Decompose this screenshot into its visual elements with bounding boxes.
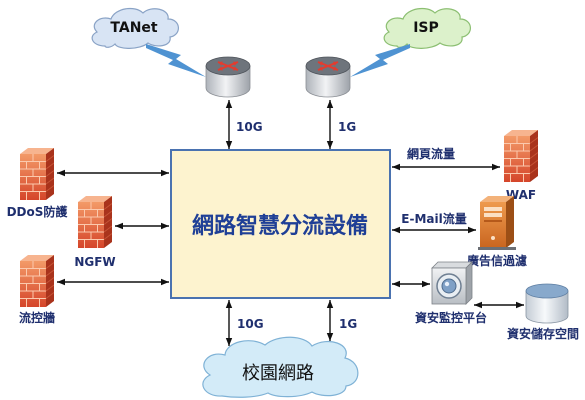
traffic-splitter-box: 網路智慧分流設備 [170,149,391,299]
isp-cloud: ISP [383,7,471,49]
uplink-tanet-bandwidth: 10G [236,120,263,134]
lightning-icon [146,44,206,77]
downlink-right-bandwidth: 1G [339,317,357,331]
ddos-label: DDoS防護 [7,204,69,219]
campus-network-label: 校園網路 [242,363,314,384]
flow-control-firewall-icon [20,255,54,307]
hub-title: 網路智慧分流設備 [192,213,368,239]
campus-network-cloud: 校園網路 [202,336,359,398]
spam-filter-label: 廣告信過濾 [467,253,527,268]
ngfw-label: NGFW [74,255,115,269]
lightning-icon [350,44,410,77]
uplink-isp-bandwidth: 1G [338,120,356,134]
cloud-icon [202,336,359,398]
cloud-icon [383,7,471,49]
router-tanet-icon [205,56,251,98]
web-traffic-label: 網頁流量 [407,146,455,161]
storage-drum-icon [525,283,569,324]
email-traffic-label: E-Mail流量 [401,211,466,226]
security-storage-label: 資安儲存空間 [507,326,579,341]
downlink-left-bandwidth: 10G [237,317,264,331]
hub-box [170,149,391,299]
monitoring-device-icon [431,261,473,305]
isp-label: ISP [413,20,439,36]
security-monitor-label: 資安監控平台 [415,310,487,325]
ddos-firewall-icon [20,148,54,200]
mail-filter-server-icon [478,196,516,250]
ngfw-firewall-icon [78,196,112,248]
flow-control-label: 流控牆 [19,310,55,325]
tanet-cloud: TANet [91,7,179,49]
waf-firewall-icon [504,130,538,182]
router-isp-icon [305,56,351,98]
cloud-icon [91,7,179,49]
tanet-label: TANet [110,20,158,36]
